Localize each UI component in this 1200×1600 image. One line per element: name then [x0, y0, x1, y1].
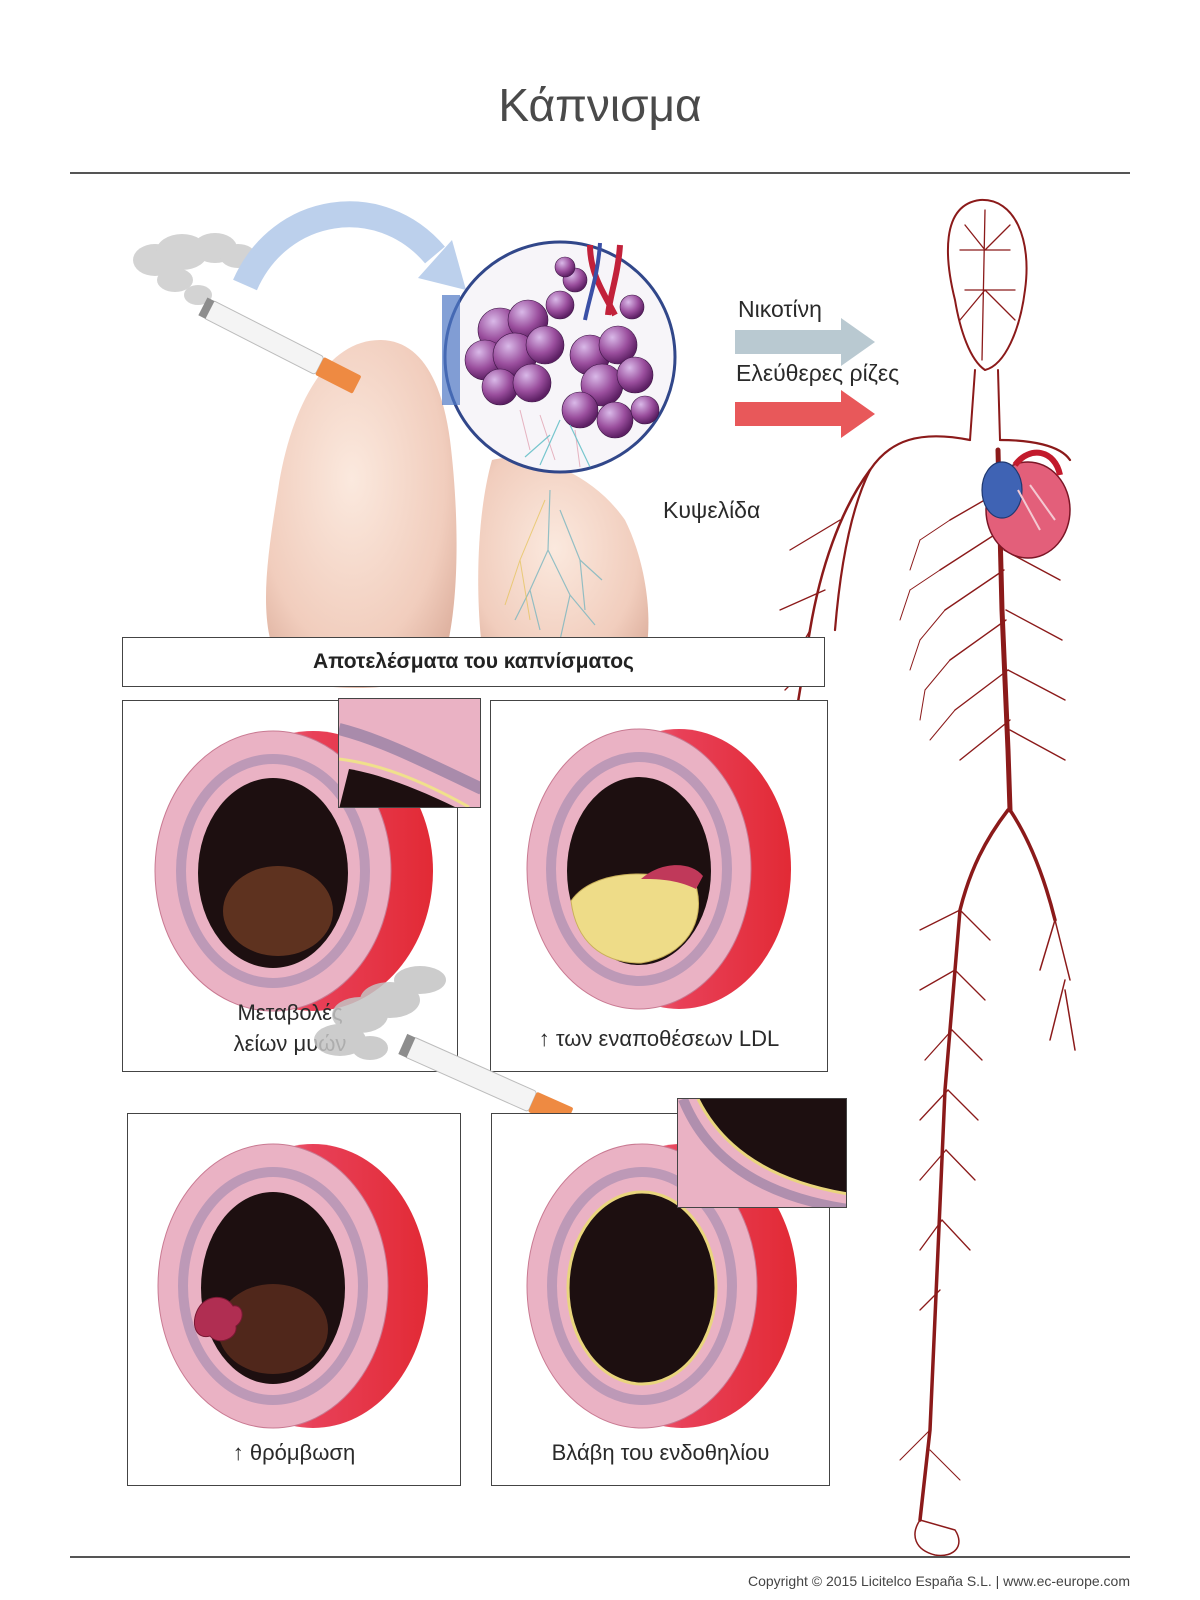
nicotine-arrow-icon [735, 318, 875, 366]
caption-line-1: ↑ θρόμβωση [232, 1440, 356, 1465]
smoke-icon [314, 966, 446, 1060]
caption-line-1: Μεταβολές [237, 1000, 343, 1025]
panel-thrombosis: ↑ θρόμβωση [127, 1113, 461, 1486]
artery-cross-section [154, 730, 433, 1012]
cigarette-icon [198, 297, 361, 394]
lung-illustration [265, 340, 649, 689]
curved-arrow-icon [233, 201, 466, 291]
bottom-divider [70, 1556, 1130, 1558]
smoke-icon [133, 233, 256, 305]
panel-inset-zoom [338, 698, 481, 808]
panel-ldl-deposits: ↑ των εναποθέσεων LDL [490, 700, 828, 1072]
caption-line-1: ↑ των εναποθέσεων LDL [538, 1026, 780, 1051]
copyright-footer: Copyright © 2015 Licitelco España S.L. |… [747, 1573, 1130, 1589]
effects-header: Αποτελέσματα του καπνίσματος [122, 637, 825, 687]
top-divider [70, 172, 1130, 174]
panel-smooth-muscle: Μεταβολές λείων μυών [122, 700, 458, 1072]
page-title: Κάπνισμα [498, 79, 702, 131]
circulatory-system-figure [770, 198, 1076, 1557]
caption-line-1: Βλάβη του ενδοθηλίου [551, 1440, 770, 1465]
free-radicals-arrow-icon [735, 390, 875, 438]
free-radicals-label: Ελεύθερες ρίζες [736, 360, 900, 386]
panel-inset-zoom [677, 1098, 847, 1208]
nicotine-label: Νικοτίνη [738, 296, 822, 322]
artery-cross-section [526, 728, 791, 1010]
panel-caption: ↑ θρόμβωση [128, 1437, 460, 1468]
panel-caption: Βλάβη του ενδοθηλίου [492, 1437, 829, 1468]
panel-caption: ↑ των εναποθέσεων LDL [491, 1023, 827, 1054]
artery-cross-section [526, 1143, 797, 1429]
alveoli-magnifier [442, 240, 677, 474]
artery-cross-section [157, 1143, 428, 1429]
alveolus-label: Κυψελίδα [663, 497, 761, 523]
